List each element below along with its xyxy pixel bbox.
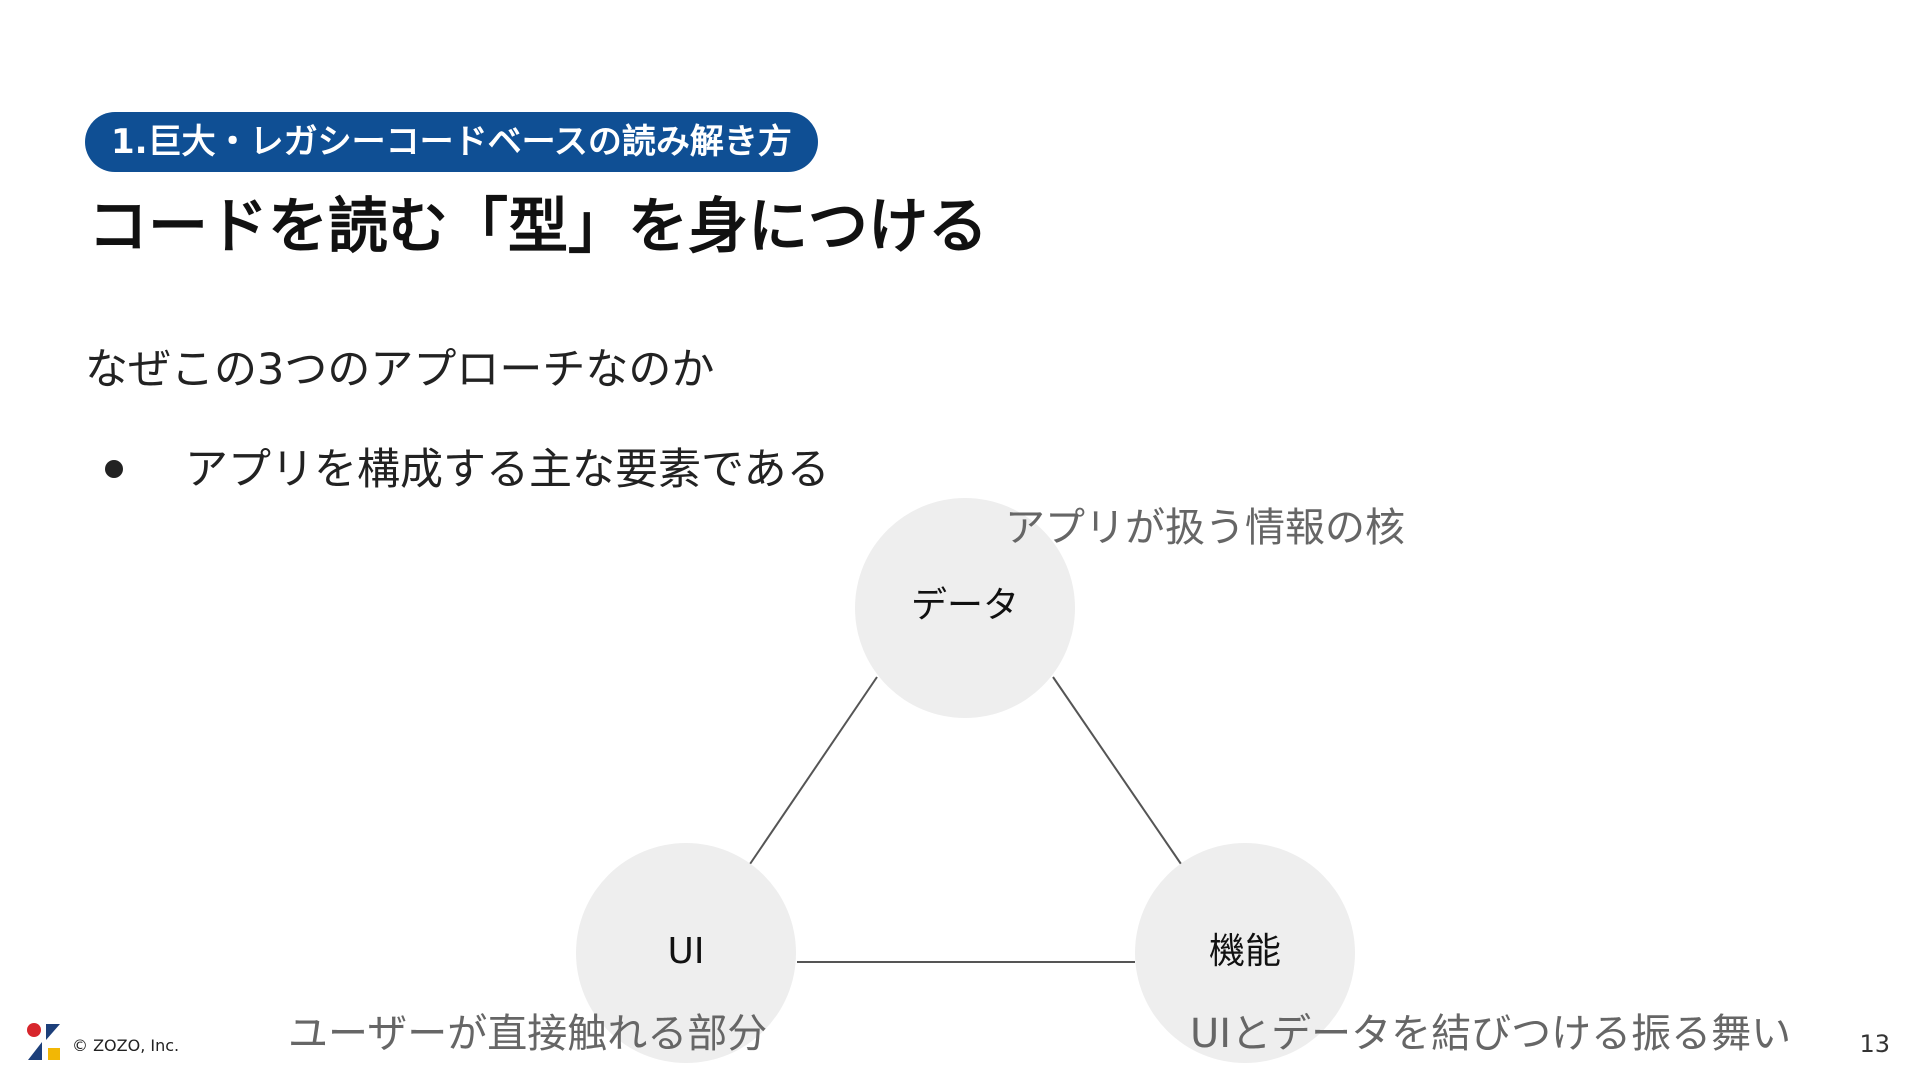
- node-data-description: アプリが扱う情報の核: [1005, 505, 1405, 551]
- section-label-pill: 1.巨大・レガシーコードベースの読み解き方: [85, 112, 818, 172]
- node-data-circle: [855, 498, 1075, 718]
- node-function-description: UIとデータを結びつける振る舞い: [1190, 1011, 1792, 1057]
- zozo-logo-icon: [27, 1023, 60, 1060]
- bullet-dot-icon: [105, 459, 123, 478]
- node-data-label: データ: [910, 585, 1019, 626]
- node-function-circle: [1135, 843, 1355, 1063]
- copyright-text: © ZOZO, Inc.: [72, 1036, 180, 1055]
- page-number: 13: [1859, 1030, 1890, 1058]
- bullet-text: アプリを構成する主な要素である: [185, 445, 830, 495]
- bullet-item: アプリを構成する主な要素である: [105, 440, 830, 500]
- edge-data-function: [1052, 676, 1182, 865]
- slide-title: コードを読む「型」を身につける: [88, 192, 988, 262]
- edge-data-ui: [749, 676, 878, 865]
- node-ui-description: ユーザーが直接触れる部分: [288, 1011, 768, 1057]
- node-function-label: 機能: [1208, 931, 1281, 972]
- node-ui-label: UI: [667, 931, 705, 972]
- lead-text: なぜこの3つのアプローチなのか: [85, 345, 715, 395]
- node-ui-circle: [576, 843, 796, 1063]
